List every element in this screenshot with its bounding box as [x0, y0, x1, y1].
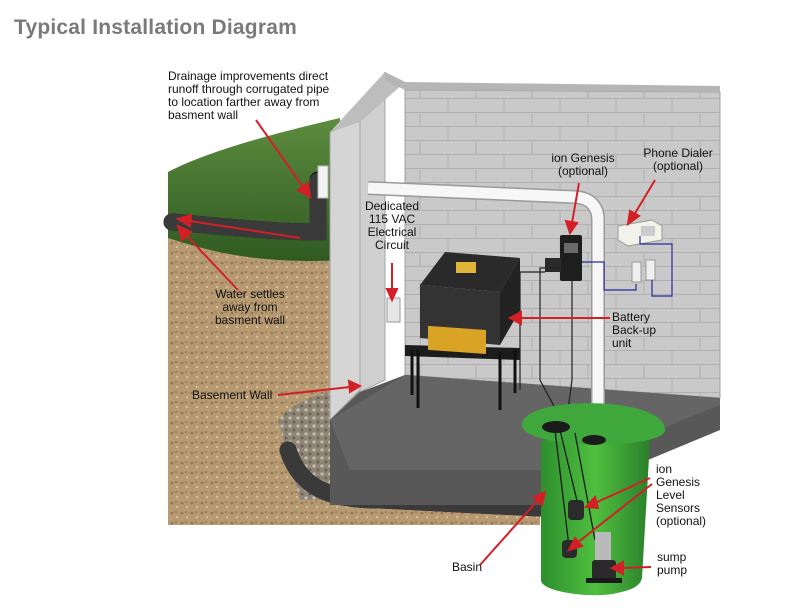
callout-arrows	[175, 119, 656, 576]
basement-wall-label: Basement Wall	[192, 388, 273, 402]
drainage-label: Drainage improvements direct runoff thro…	[168, 69, 330, 122]
page-title: Typical Installation Diagram	[14, 16, 297, 39]
wiring	[519, 236, 673, 411]
phone-dialer	[617, 219, 663, 247]
level-sensors-label: ion Genesis Level Sensors (optional)	[656, 462, 707, 528]
electrical-circuit-label: Dedicated 115 VAC Electrical Circuit	[364, 199, 420, 252]
electrical-circuit-box	[386, 297, 401, 323]
battery-backup-label: Battery Back-up unit	[612, 310, 657, 350]
basin-label: Basin	[452, 560, 483, 574]
outlet-box	[645, 259, 656, 281]
water-settles-label: Water settles away from basment wall	[214, 287, 286, 327]
downspout	[317, 165, 329, 199]
ion-genesis-label: ion Genesis (optional)	[551, 151, 615, 178]
phone-dialer-label: Phone Dialer (optional)	[643, 146, 713, 173]
battery-backup-unit	[405, 252, 520, 410]
sump-pump-label: sump pump	[657, 550, 688, 577]
discharge-pipe	[367, 181, 605, 442]
outlet-box	[631, 261, 642, 283]
sump-pump	[586, 532, 622, 583]
